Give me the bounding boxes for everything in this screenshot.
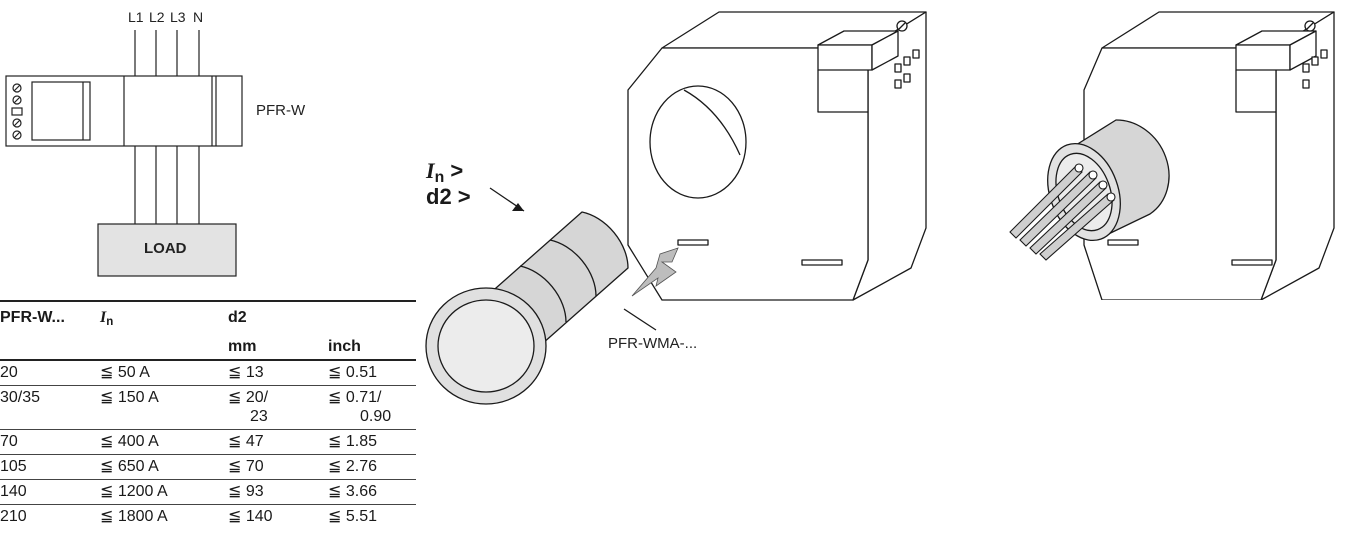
in-annotation: In > [426,158,464,186]
display-window [31,81,91,141]
terminal-cover-front [817,44,873,71]
terminal-screw [12,130,22,140]
phase-label-l3: L3 [170,9,186,25]
table-row: 210 ≦ 1800 A ≦ 140 ≦ 5.51 [0,507,377,525]
col-header-model: PFR-W... [0,300,100,335]
table-row: 105 ≦ 650 A ≦ 70 ≦ 2.76 [0,454,416,480]
col-header-empty [328,300,416,335]
d2-annotation: d2 > [426,184,471,209]
adapter-label: PFR-WMA-... [608,335,698,352]
unit-mm: mm [228,334,328,361]
table-row: 30/35 ≦ 150 A ≦ 20/23 ≦ 0.71/0.90 [0,385,416,430]
phase-label-l1: L1 [128,9,144,25]
load-label: LOAD [144,240,187,257]
table-row: 20 ≦ 50 A ≦ 13 ≦ 0.51 [0,359,416,386]
col-header-current: In [100,300,228,335]
transformer-with-cables-illustration [980,0,1354,301]
insertion-arrow [631,247,679,297]
transformer-cables-drawing [1009,11,1335,301]
load-box [97,223,237,277]
unit-inch: inch [328,334,416,361]
phase-label-l2: L2 [149,9,165,25]
wiring-schematic: L1 L2 L3 N PFR-W LOAD [0,0,340,285]
table-header-row: PFR-W... In d2 [0,300,416,335]
device-label: PFR-W [256,102,306,119]
col-header-d2: d2 [228,300,328,335]
table-row: 140 ≦ 1200 A ≦ 93 ≦ 3.66 [0,479,416,505]
terminal-screw [12,118,22,128]
housing-opening [649,85,747,199]
terminal-screw [12,95,22,105]
schematic-drawing [5,30,243,277]
phase-label-n: N [193,9,204,25]
table-subheader-row: mm inch [0,334,416,361]
terminal-block [11,107,23,116]
terminal-screw [12,83,22,93]
transformer-drawing [425,11,927,405]
spec-table: PFR-W... In d2 mm inch 20 ≦ 50 A ≦ 13 ≦ … [0,300,416,529]
cable-bundle [1009,163,1116,261]
transformer-assembly-illustration: In > d2 > PFR-WMA-... [400,0,960,420]
table-row: 70 ≦ 400 A ≦ 47 ≦ 1.85 [0,429,416,455]
